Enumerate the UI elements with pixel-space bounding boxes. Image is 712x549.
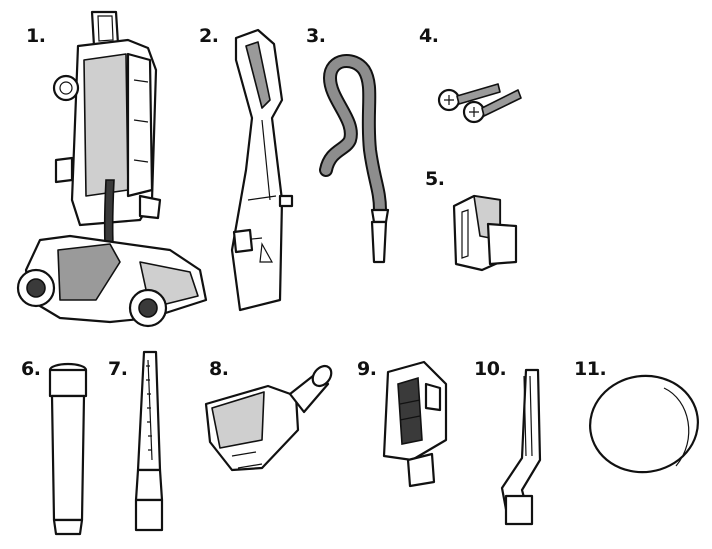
part-label-3: 3. <box>306 25 326 47</box>
part-label-5: 5. <box>425 168 445 190</box>
vacuum-handle-icon <box>230 28 294 312</box>
part-label-9: 9. <box>357 358 377 380</box>
upright-vacuum-icon <box>16 10 208 328</box>
screws-icon <box>437 83 522 124</box>
dusting-brush-icon <box>382 360 448 488</box>
part-label-6: 6. <box>21 358 41 380</box>
part-label-1: 1. <box>26 25 46 47</box>
long-crevice-tool-icon <box>500 368 542 526</box>
part-label-8: 8. <box>209 358 229 380</box>
hose-clip-icon <box>452 194 518 272</box>
turbo-brush-icon <box>204 364 333 472</box>
extension-wand-icon <box>48 362 88 536</box>
part-label-4: 4. <box>419 25 439 47</box>
part-label-10: 10. <box>474 358 507 380</box>
part-label-7: 7. <box>108 358 128 380</box>
filter-pad-icon <box>589 374 699 474</box>
crevice-tool-icon <box>134 350 164 532</box>
part-label-2: 2. <box>199 25 219 47</box>
flexible-hose-icon <box>319 54 390 264</box>
part-label-11: 11. <box>574 358 607 380</box>
